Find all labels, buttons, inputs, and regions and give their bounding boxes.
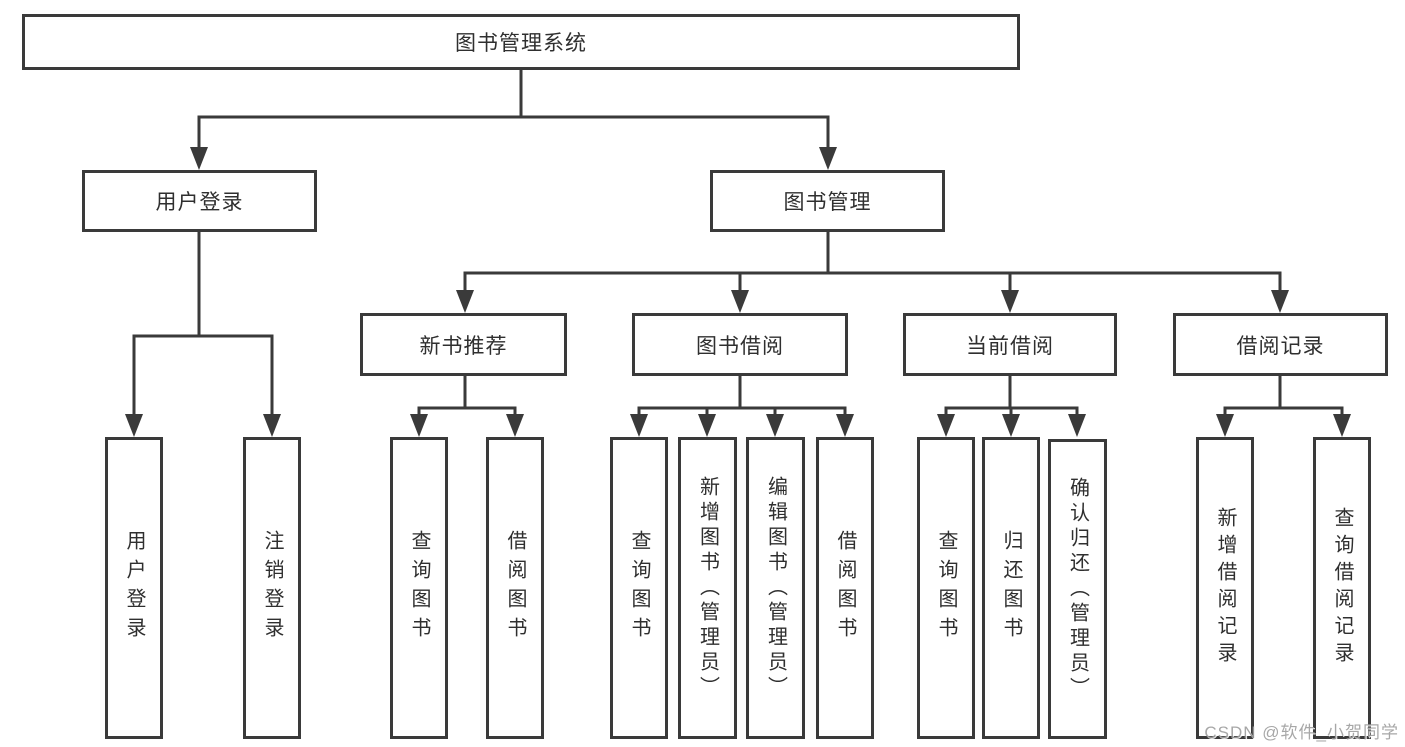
leaf-label: 查询借阅记录 bbox=[1331, 507, 1353, 669]
leaf-user-login: 用户登录 bbox=[105, 437, 163, 739]
leaf-label: 新增图书（管理员） bbox=[696, 475, 719, 701]
leaf-label: 查询图书 bbox=[935, 530, 957, 646]
leaf-query-book: 查询图书 bbox=[917, 437, 975, 739]
leaf-borrow-book: 借阅图书 bbox=[816, 437, 874, 739]
leaf-add-borrow-record: 新增借阅记录 bbox=[1196, 437, 1254, 739]
leaf-edit-book-admin: 编辑图书（管理员） bbox=[746, 437, 805, 739]
node-book-borrowing: 图书借阅 bbox=[632, 313, 848, 376]
leaf-query-book: 查询图书 bbox=[390, 437, 448, 739]
leaf-return-book: 归还图书 bbox=[982, 437, 1040, 739]
leaf-label: 确认归还（管理员） bbox=[1066, 476, 1089, 702]
node-current-borrowing: 当前借阅 bbox=[903, 313, 1117, 376]
leaf-add-book-admin: 新增图书（管理员） bbox=[678, 437, 737, 739]
leaf-query-book: 查询图书 bbox=[610, 437, 668, 739]
leaf-label: 编辑图书（管理员） bbox=[764, 475, 787, 701]
leaf-logout: 注销登录 bbox=[243, 437, 301, 739]
leaf-label: 归还图书 bbox=[1000, 530, 1022, 646]
leaf-confirm-return-admin: 确认归还（管理员） bbox=[1048, 439, 1107, 739]
node-root: 图书管理系统 bbox=[22, 14, 1020, 70]
leaf-label: 查询图书 bbox=[628, 530, 650, 646]
leaf-label: 借阅图书 bbox=[834, 530, 856, 646]
node-new-book-recommendation: 新书推荐 bbox=[360, 313, 567, 376]
node-user-login: 用户登录 bbox=[82, 170, 317, 232]
leaf-borrow-book: 借阅图书 bbox=[486, 437, 544, 739]
node-borrowing-records: 借阅记录 bbox=[1173, 313, 1388, 376]
leaf-label: 查询图书 bbox=[408, 530, 430, 646]
leaf-label: 借阅图书 bbox=[504, 530, 526, 646]
leaf-label: 新增借阅记录 bbox=[1214, 507, 1236, 669]
csdn-watermark: CSDN @软件_小贺同学 bbox=[1204, 723, 1399, 742]
node-book-management: 图书管理 bbox=[710, 170, 945, 232]
leaf-query-borrow-record: 查询借阅记录 bbox=[1313, 437, 1371, 739]
leaf-label: 用户登录 bbox=[123, 530, 145, 646]
leaf-label: 注销登录 bbox=[261, 530, 283, 646]
